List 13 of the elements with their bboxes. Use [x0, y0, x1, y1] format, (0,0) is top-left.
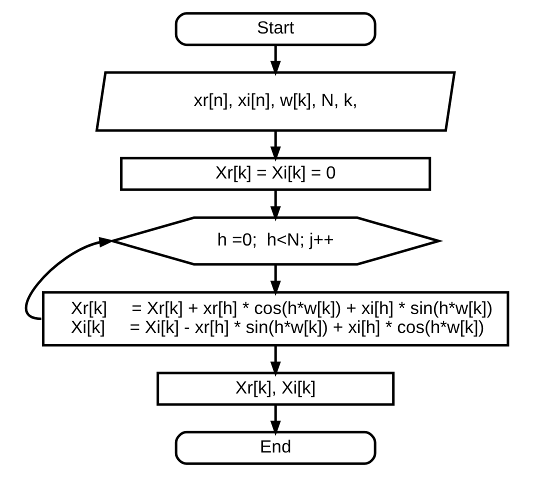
arrow — [270, 130, 280, 162]
node-box: Xr[k], Xi[k] — [156, 372, 394, 406]
node-box: Xr[k] = Xi[k] = 0 — [120, 156, 431, 191]
arrow — [24, 236, 114, 320]
arrow — [270, 264, 280, 296]
node-box: End — [174, 430, 376, 465]
arrow — [270, 346, 280, 377]
node-box: Start — [174, 12, 376, 46]
arrow — [270, 45, 280, 76]
node-box: Xr[k] = Xr[k] + xr[h] * cos(h*w[k]) + xi[h] * sin(h*w[k]) Xi[k] = Xi[k] - xr[h] * sin(h*w[k]) + xi[h] * cos(h*w[k]) — [41, 291, 509, 347]
arrow — [270, 190, 280, 222]
arrow — [270, 404, 280, 436]
node-box: xr[n], xi[n], w[k], N, k, — [94, 71, 456, 132]
